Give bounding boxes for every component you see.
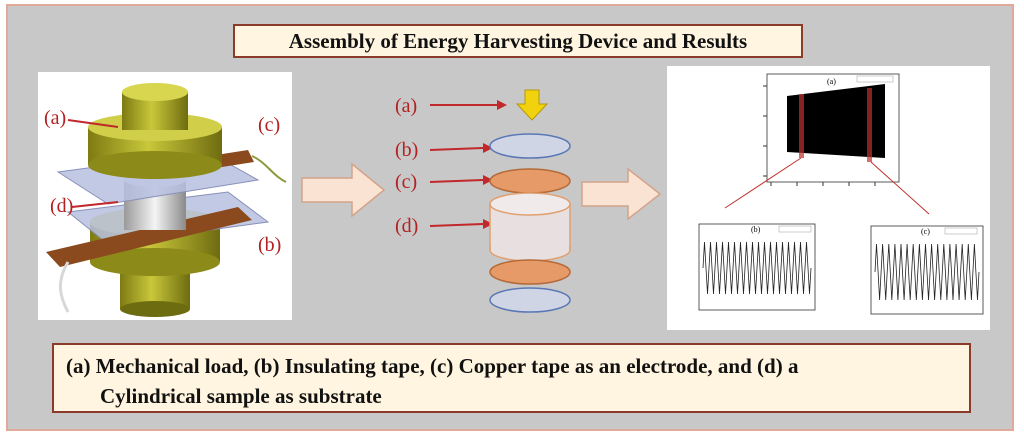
layer-stack-diagram: (a) (b) (c) (d) bbox=[395, 89, 571, 313]
plot-a-label: (a) bbox=[827, 77, 836, 86]
stack-label-a: (a) bbox=[395, 95, 417, 117]
flow-arrow-2 bbox=[581, 167, 662, 221]
insulating-layer-bottom bbox=[489, 287, 571, 313]
device-arrow-d bbox=[71, 201, 119, 208]
stack-label-c: (c) bbox=[395, 171, 417, 193]
caption-line-2: Cylindrical sample as substrate bbox=[100, 384, 382, 408]
plot-b-label: (b) bbox=[751, 225, 761, 234]
device-label-a: (a) bbox=[44, 107, 66, 129]
results-panel: (a) (b) (c) bbox=[667, 66, 990, 330]
stack-label-d: (d) bbox=[395, 215, 418, 237]
copper-layer-bottom bbox=[489, 259, 571, 285]
caption: (a) Mechanical load, (b) Insulating tape… bbox=[52, 343, 971, 413]
stack-label-b: (b) bbox=[395, 139, 418, 161]
plot-b: (b) bbox=[698, 223, 816, 311]
plot-a: (a) bbox=[763, 73, 900, 186]
plot-c-label: (c) bbox=[921, 227, 930, 236]
copper-layer-top bbox=[489, 168, 571, 194]
flow-arrow-1 bbox=[301, 162, 386, 218]
device-label-c: (c) bbox=[258, 114, 281, 136]
insulating-layer-top bbox=[489, 133, 571, 159]
results-plots: (a) (b) (c) bbox=[698, 73, 984, 315]
load-arrow bbox=[515, 89, 549, 121]
device-arrow-a bbox=[67, 119, 119, 128]
plot-c: (c) bbox=[870, 225, 984, 315]
figure-title: Assembly of Energy Harvesting Device and… bbox=[233, 24, 803, 58]
device-assembly-panel: (a) (d) bbox=[38, 72, 292, 320]
device-label-d: (d) bbox=[50, 195, 73, 217]
cylindrical-sample bbox=[489, 192, 571, 262]
device-label-b: (b) bbox=[258, 234, 282, 256]
device-assembly-illustration: (a) (d) bbox=[44, 83, 287, 317]
caption-line-1: (a) Mechanical load, (b) Insulating tape… bbox=[66, 354, 799, 378]
